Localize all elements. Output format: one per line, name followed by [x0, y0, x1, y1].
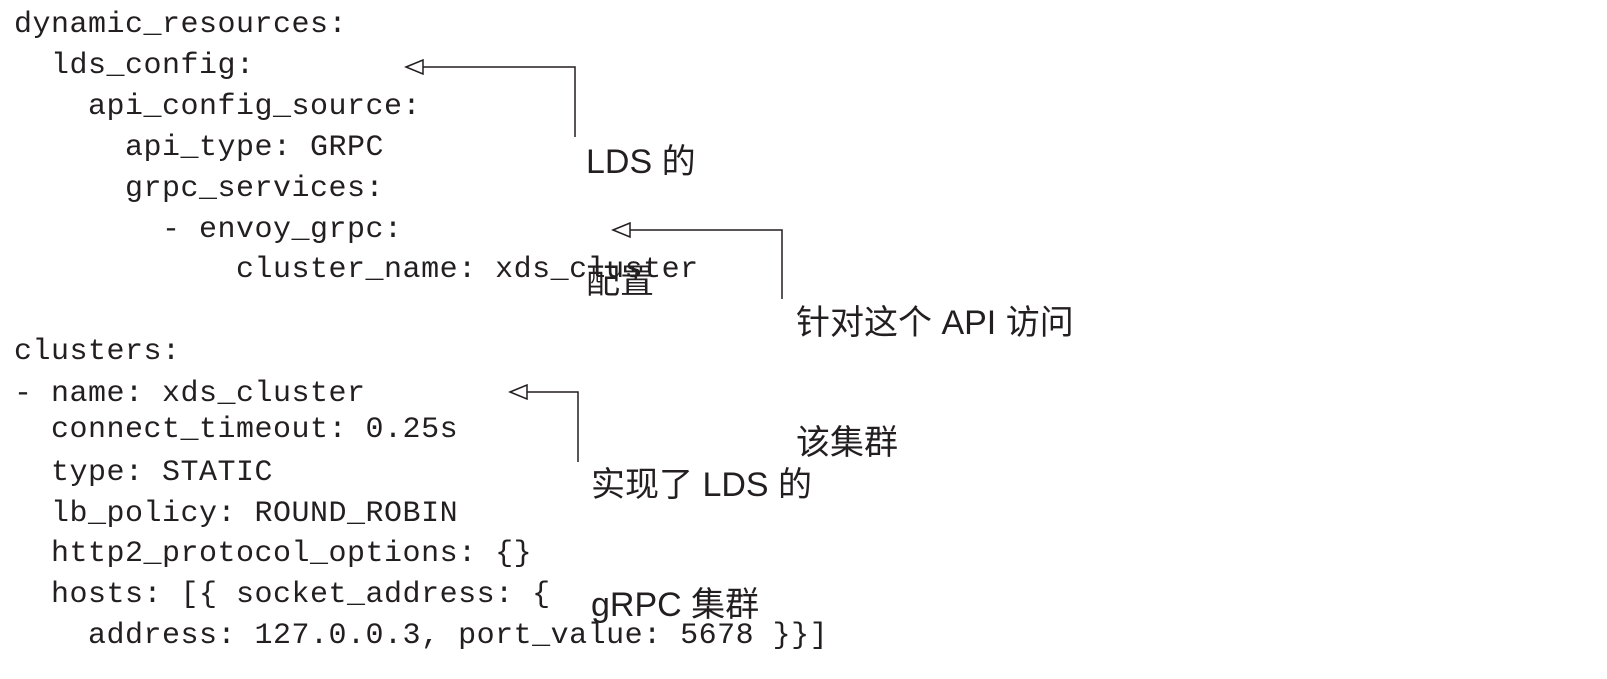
code-line: - envoy_grpc: [14, 213, 403, 247]
callout-grpc-cluster: 实现了 LDS 的 gRPC 集群 [591, 385, 812, 665]
callout-line: gRPC 集群 [591, 586, 760, 624]
code-line: http2_protocol_options: {} [14, 537, 533, 571]
code-line: lds_config: [14, 49, 255, 83]
callout-line: 针对这个 API 访问 [796, 304, 1074, 342]
code-line: api_type: GRPC [14, 131, 385, 165]
callout-connector-lds-config [404, 58, 576, 137]
callout-connector-cluster-access [611, 221, 783, 299]
code-line: cluster_name: xds_cluster [14, 253, 699, 287]
callout-line: 配置 [586, 263, 654, 301]
callout-lds-config: LDS 的 配置 [586, 62, 696, 342]
code-line: grpc_services: [14, 172, 385, 206]
code-line: type: STATIC [14, 456, 274, 490]
callout-line: 该集群 [796, 424, 898, 462]
code-line: lb_policy: ROUND_ROBIN [14, 497, 459, 531]
code-line: hosts: [{ socket_address: { [14, 578, 551, 612]
code-line: dynamic_resources: [14, 8, 348, 42]
code-line: api_config_source: [14, 90, 422, 124]
callout-line: LDS 的 [586, 143, 696, 181]
code-line: clusters: [14, 335, 181, 369]
callout-line: 实现了 LDS 的 [591, 466, 813, 504]
code-line: address: 127.0.0.3, port_value: 5678 }}] [14, 619, 829, 653]
code-line: connect_timeout: 0.25s [14, 413, 459, 447]
callout-cluster-access: 针对这个 API 访问 该集群 [796, 223, 1074, 503]
callout-connector-grpc-cluster [508, 383, 579, 462]
code-line: - name: xds_cluster [14, 377, 366, 411]
